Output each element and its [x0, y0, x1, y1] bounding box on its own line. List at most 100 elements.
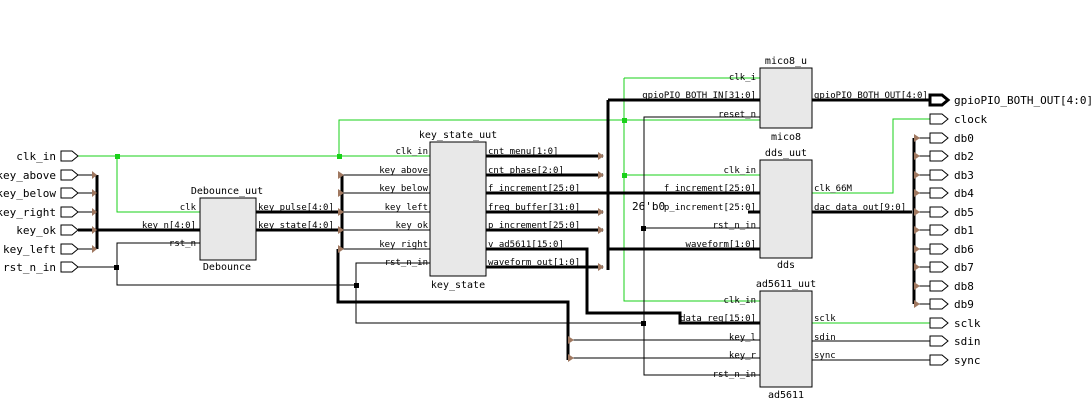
bus-rippers [92, 134, 920, 362]
debounce-pin-key: key_n[4:0] [142, 221, 196, 231]
port-key-below[interactable]: key_below [0, 187, 79, 200]
ad5611-pin-sclk: sclk [814, 314, 836, 324]
port-gpio-out[interactable]: gpioPIO_BOTH_OUT[4:0] [928, 93, 1091, 107]
svg-text:db2: db2 [954, 150, 974, 163]
wires [78, 77, 930, 376]
key-state-pin-ok: key_ok [395, 221, 428, 231]
port-db2[interactable]: db2 [929, 150, 974, 163]
dds-pin-pinc: p_increment[25:0] [664, 203, 756, 213]
key-state-instance-name: key_state_uut [419, 130, 497, 141]
port-sync[interactable]: sync [929, 354, 981, 367]
svg-text:key_below: key_below [0, 187, 56, 200]
key-state-pin-above: key_above [379, 166, 428, 176]
ad5611-pin-clk: clk_in [723, 296, 756, 306]
debounce-instance-name: Debounce_uut [191, 186, 263, 197]
key-state-pin-freq: freq_buffer[31:0] [488, 203, 580, 213]
port-clk-in[interactable]: clk_in [16, 150, 79, 163]
port-db7[interactable]: db7 [929, 261, 974, 274]
port-db4[interactable]: db4 [929, 187, 974, 200]
port-sdin[interactable]: sdin [929, 335, 981, 348]
dds-pin-finc: f_increment[25:0] [664, 184, 756, 194]
dds-block[interactable]: dds_uut dds clk_in f_increment[25:0] p_i… [632, 148, 906, 271]
svg-text:sync: sync [954, 354, 981, 367]
dds-pin-wave: waveform[1:0] [686, 240, 756, 250]
port-db9[interactable]: db9 [929, 298, 974, 311]
junctions [114, 118, 646, 326]
dds-pin-rst: rst_n_in [713, 221, 756, 231]
svg-text:db3: db3 [954, 169, 974, 182]
dds-pin-clk66: clk_66M [814, 184, 853, 194]
ad5611-pin-data: data_reg[15:0] [680, 314, 756, 324]
port-key-above[interactable]: key_above [0, 169, 79, 182]
svg-text:key_left: key_left [3, 243, 56, 256]
key-state-pin-left: key_left [385, 203, 428, 213]
debounce-pin-state: key_state[4:0] [258, 221, 334, 231]
input-ports: clk_in key_above key_below key_right key… [0, 150, 79, 274]
svg-text:key_above: key_above [0, 169, 56, 182]
mico8-pin-rst: reset_n [718, 110, 756, 120]
svg-text:key_ok: key_ok [16, 224, 56, 237]
ad5611-pin-rst: rst_n_in [713, 370, 756, 380]
port-db1[interactable]: db1 [929, 224, 974, 237]
output-ports: gpioPIO_BOTH_OUT[4:0] clock db0 db2 db3 … [928, 93, 1091, 367]
ad5611-pin-sync: sync [814, 351, 836, 361]
key-state-pin-rst: rst_n_in [385, 258, 428, 268]
svg-text:key_right: key_right [0, 206, 56, 219]
svg-text:db5: db5 [954, 206, 974, 219]
key-state-pin-pinc: p_increment[25:0] [488, 221, 580, 231]
ad5611-pin-keyl: key_l [729, 333, 756, 343]
mico8-module-name: mico8 [771, 132, 801, 143]
debounce-module-name: Debounce [203, 262, 251, 273]
debounce-block[interactable]: Debounce_uut Debounce clk key_n[4:0] rst… [142, 186, 334, 273]
mico8-pin-gpio-out: gpioPIO_BOTH_OUT[4:0] [814, 91, 928, 101]
svg-text:db9: db9 [954, 298, 974, 311]
svg-text:db0: db0 [954, 132, 974, 145]
key-state-pin-finc: f_increment[25:0] [488, 184, 580, 194]
ad5611-module-name: ad5611 [768, 390, 804, 401]
key-state-block[interactable]: key_state_uut key_state clk_in key_above… [379, 130, 580, 291]
key-state-pin-v: v_ad5611[15:0] [488, 240, 564, 250]
svg-text:rst_n_in: rst_n_in [3, 261, 56, 274]
port-db0[interactable]: db0 [929, 132, 974, 145]
svg-text:clock: clock [954, 113, 987, 126]
key-state-pin-right: key_right [379, 240, 428, 250]
dds-instance-name: dds_uut [765, 148, 807, 159]
port-db6[interactable]: db6 [929, 243, 974, 256]
port-db3[interactable]: db3 [929, 169, 974, 182]
svg-text:db6: db6 [954, 243, 974, 256]
mico8-block[interactable]: mico8_u mico8 clk_i gpioPIO_BOTH_IN[31:0… [642, 56, 928, 143]
svg-text:sdin: sdin [954, 335, 981, 348]
debounce-pin-rst: rst_n [169, 239, 196, 249]
port-key-left[interactable]: key_left [3, 243, 79, 256]
svg-text:sclk: sclk [954, 317, 981, 330]
mico8-instance-name: mico8_u [765, 56, 807, 67]
port-clock[interactable]: clock [929, 113, 987, 126]
key-state-pin-phase: cnt_phase[2:0] [488, 166, 564, 176]
svg-text:db7: db7 [954, 261, 974, 274]
port-db5[interactable]: db5 [929, 206, 974, 219]
key-state-pin-wave: waveform_out[1:0] [488, 258, 580, 268]
dds-module-name: dds [777, 260, 795, 271]
mico8-pin-gpio-in: gpioPIO_BOTH_IN[31:0] [642, 91, 756, 101]
mico8-pin-clk: clk_i [729, 73, 756, 83]
debounce-pin-clk: clk [180, 203, 197, 213]
port-key-right[interactable]: key_right [0, 206, 79, 219]
ad5611-pin-keyr: key_r [729, 351, 757, 361]
dds-pin-dac: dac_data_out[9:0] [814, 203, 906, 213]
dds-const-label: 26'b0 [632, 200, 665, 213]
key-state-pin-clk: clk_in [395, 147, 428, 157]
svg-text:db4: db4 [954, 187, 974, 200]
ad5611-pin-sdin: sdin [814, 333, 836, 343]
debounce-pin-pulse: key_pulse[4:0] [258, 203, 334, 213]
key-state-pin-menu: cnt_menu[1:0] [488, 147, 558, 157]
port-sclk[interactable]: sclk [929, 317, 981, 330]
ad5611-block[interactable]: ad5611_uut ad5611 clk_in data_reg[15:0] … [680, 279, 836, 401]
port-rst-n-in[interactable]: rst_n_in [3, 261, 79, 274]
dds-pin-clk: clk_in [723, 166, 756, 176]
port-db8[interactable]: db8 [929, 280, 974, 293]
ad5611-instance-name: ad5611_uut [756, 279, 816, 290]
port-key-ok[interactable]: key_ok [16, 224, 79, 237]
key-state-pin-below: key_below [379, 184, 428, 194]
svg-text:db1: db1 [954, 224, 974, 237]
